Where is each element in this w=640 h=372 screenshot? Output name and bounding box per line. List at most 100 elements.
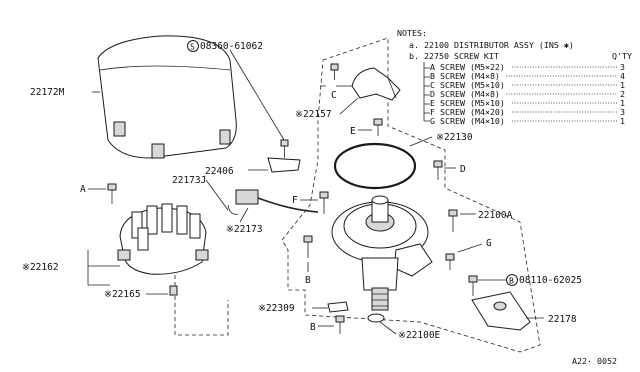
screw-e: E <box>350 118 383 137</box>
rotor-edge <box>387 77 397 99</box>
leader-22173 <box>239 207 249 223</box>
leader-g <box>457 243 483 253</box>
harness-connector <box>235 189 259 205</box>
screw-b-lower: B <box>310 315 345 334</box>
b-symbol-circle <box>506 274 518 286</box>
cap-tower-1 <box>131 211 143 239</box>
dust-cover: 22172M <box>30 35 237 159</box>
letter-g: G <box>486 238 492 249</box>
screw-f-text: F SCREW (M4×20) <box>430 107 505 117</box>
b-symbol: B <box>509 277 514 286</box>
screw-d-text: D SCREW (M4×8) <box>430 89 500 99</box>
letter-e: E <box>350 126 356 137</box>
part-22100a: 22100A <box>448 209 513 232</box>
callout-22130: ※22130 <box>436 132 473 143</box>
callout-22162: ※22162 <box>22 262 59 273</box>
dust-cover-seam <box>99 65 231 71</box>
s-symbol-circle <box>187 40 199 52</box>
letter-b-upper: B <box>305 275 311 286</box>
screw-d-head <box>433 160 443 168</box>
letter-a: A <box>80 184 86 195</box>
callout-22173j: 22173J <box>172 175 206 186</box>
rotor-body <box>351 67 401 101</box>
plate-22178: 22178 <box>471 291 577 331</box>
screw-22100a-head <box>448 209 458 217</box>
screw-e-head <box>373 118 383 126</box>
dust-cover-tab-right <box>219 129 231 145</box>
screw-f-head <box>319 191 329 199</box>
bracket-22162 <box>87 250 120 286</box>
screw-a-head <box>107 183 117 191</box>
bracket-body <box>267 157 301 173</box>
drive-gear <box>371 287 389 311</box>
clip-body <box>327 301 349 313</box>
callout-22178: 22178 <box>548 314 577 325</box>
letter-c: C <box>331 90 337 101</box>
rotor-22157: ※22157 C <box>295 63 401 120</box>
screw-08360-head <box>280 139 289 147</box>
cap-tower-5 <box>189 213 201 239</box>
cap-tower-6 <box>137 227 149 251</box>
harness-clip <box>227 204 239 215</box>
clip-22309: ※22309 <box>258 301 349 314</box>
callout-22309: ※22309 <box>258 303 295 314</box>
notes-qty-header: Q'TY <box>612 51 632 61</box>
leader-22173j <box>205 179 229 211</box>
callout-22100a: 22100A <box>478 210 513 221</box>
mount-ear <box>393 243 433 277</box>
diagram-code: A22· 0052 <box>572 356 617 366</box>
letter-f: F <box>292 195 298 206</box>
screw-e-qty: 1 <box>620 98 625 108</box>
notes-line-b: b. 22750 SCREW KIT <box>409 51 499 61</box>
cap-outline <box>174 275 229 336</box>
screw-b-text: B SCREW (M4×8) <box>430 71 500 81</box>
brush <box>169 285 178 296</box>
cap-tower-2 <box>146 205 158 235</box>
harness-22173: 22173J ※22173 <box>172 175 319 235</box>
callout-22100e: ※22100E <box>398 330 441 341</box>
carbon-brush-22165: ※22165 <box>104 285 178 300</box>
screw-g-qty: 1 <box>620 116 625 126</box>
screw-d: D <box>433 160 466 180</box>
screw-f: F <box>292 191 329 214</box>
dust-cover-tab-front <box>151 143 165 159</box>
dust-cover-tab-left <box>113 121 126 137</box>
cap-clip-right <box>195 249 209 261</box>
screw-b-lower-head <box>335 315 345 323</box>
letter-b-lower: B <box>310 322 316 333</box>
o-ring-22130: ※22130 <box>333 132 473 190</box>
screw-list-ticks <box>424 67 430 122</box>
screw-c-text: C SCREW (M5×10) <box>430 80 505 90</box>
screw-g-text: G SCREW (M4×10) <box>430 116 505 126</box>
distributor-cap: A ※22162 <box>22 183 209 286</box>
drive-gear-teeth <box>372 293 388 307</box>
screw-08360: S 08360-61062 <box>187 40 289 158</box>
screw-a-text: A SCREW (M5×22) <box>430 62 505 72</box>
callout-22406: 22406 <box>205 166 234 177</box>
notes-line-a: a. 22100 DISTRIBUTOR ASSY (INS ✱) <box>409 40 574 50</box>
callout-08110: 08110-62025 <box>519 275 582 286</box>
notes-block: NOTES: a. 22100 DISTRIBUTOR ASSY (INS ✱)… <box>397 28 632 126</box>
leader-22157-b <box>339 97 359 115</box>
callout-22173: ※22173 <box>226 224 263 235</box>
callout-22165: ※22165 <box>104 289 141 300</box>
o-ring <box>333 142 417 190</box>
shaft-cap <box>371 195 389 205</box>
screw-a-qty: 3 <box>620 62 625 72</box>
cap-clip-left <box>117 249 131 261</box>
screw-b-upper-head <box>303 235 313 243</box>
screw-b-qty: 4 <box>620 71 625 81</box>
plate-body <box>471 291 531 331</box>
housing-neck <box>361 257 399 291</box>
screw-c-head <box>330 63 339 71</box>
callout-08360: 08360-61062 <box>200 41 263 52</box>
bracket-22406: 22406 <box>205 157 301 177</box>
screw-g-head <box>445 253 455 261</box>
screw-f-qty: 3 <box>620 107 625 117</box>
bolt-08110: B 08110-62025 <box>468 274 582 296</box>
plate-hole <box>493 301 507 311</box>
cap-tower-4 <box>176 205 188 235</box>
screw-d-qty: 2 <box>620 89 625 99</box>
